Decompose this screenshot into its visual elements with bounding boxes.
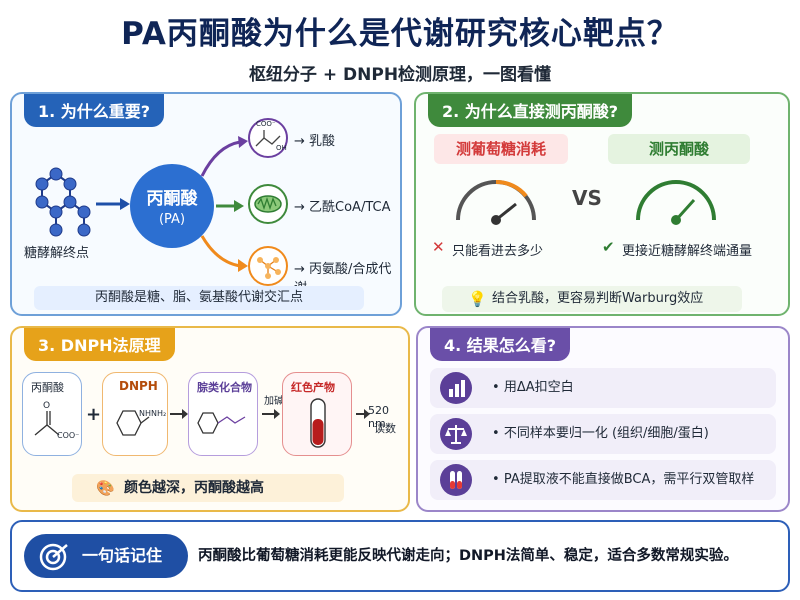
list-item-text: • PA提取液不能直接做BCA，需平行双管取样 [492,472,755,487]
cross-icon: ✕ [432,238,445,256]
warburg-note-text: 结合乳酸，更容易判断Warburg效应 [492,291,704,306]
glycolysis-label: 糖酵解终点 [24,246,90,261]
tag-glucose: 测葡萄糖消耗 [434,134,568,164]
color-note-text: 颜色越深，丙酮酸越高 [124,480,264,496]
test-tube-icon [440,464,472,496]
panel-heading-3: 3. DNPH法原理 [24,328,175,361]
arrow-icon [170,409,188,419]
hub-note: 丙酮酸是糖、脂、氨基酸代谢交汇点 [34,286,364,310]
step-pyruvate-label: 丙酮酸 [31,381,64,394]
glucose-point: 只能看进去多少 [452,244,544,259]
warburg-note: 💡 结合乳酸，更容易判断Warburg效应 [442,286,742,312]
lactate-coo-label: COO⁻ [256,120,276,128]
summary-text: 丙酮酸比葡萄糖消耗更能反映代谢走向；DNPH法简单、稳定，适合多数常规实验。 [198,548,738,564]
target-icon [39,543,68,571]
check-icon: ✔ [602,238,615,256]
pyruvate-coo-label: COO⁻ [57,431,80,440]
panel-heading-1: 1. 为什么重要? [24,94,165,127]
step-dnph: DNPH NHNH₂ [102,372,168,456]
fate-tca: → 乙酰CoA/TCA [294,200,391,215]
benzene-ring-icon [116,410,150,436]
panel-why-measure: 2. 为什么直接测丙酮酸? 测葡萄糖消耗 测丙酮酸 VS ✕ 只能看进去多少 ✔… [414,92,790,316]
lightbulb-icon: 💡 [468,290,487,308]
list-item: • 用ΔA扣空白 [430,368,776,408]
step-hydrazone: 腙类化合物 [188,372,258,456]
pyruvate-abbr: (PA) [158,212,186,227]
dnph-nhnh2-label: NHNH₂ [139,409,167,418]
readout-wavelength: 520 nm [368,404,389,430]
step-red-product-label: 红色产物 [291,381,335,394]
panel-heading-2: 2. 为什么直接测丙酮酸? [428,94,633,127]
pyruvate-o-label: O [43,401,51,411]
gauge-high-icon [636,180,716,225]
hydrazone-structure-icon [197,412,246,434]
plus-sign: + [86,404,102,425]
summary-pill: 一句话记住 [24,534,188,578]
page-subtitle: 枢纽分子 + DNPH检测原理，一图看懂 [248,65,552,85]
summary-pill-label: 一句话记住 [82,546,163,565]
test-tube-red-icon [310,398,326,448]
pyruvate-hub: 丙酮酸 (PA) [130,164,214,248]
list-item: • PA提取液不能直接做BCA，需平行双管取样 [430,460,776,500]
palette-icon: 🎨 [96,479,115,497]
alkali-label: 加碱 [264,396,284,407]
pyruvate-point: 更接近糖酵解终端通量 [622,244,753,259]
lactate-molecule-icon [248,118,288,158]
readout-label: 读数 [374,422,396,435]
panel-how-to-read: 4. 结果怎么看? • 用ΔA扣空白 • 不同样本要归一化 (组织/细胞/蛋白)… [416,326,790,512]
vs-label: VS [572,186,602,210]
panel-heading-4: 4. 结果怎么看? [430,328,571,361]
gauge-low-icon [456,179,536,225]
color-note: 🎨 颜色越深，丙酮酸越高 [72,474,344,502]
panel-why-important: 1. 为什么重要? 糖酵解终点 丙酮酸 [10,92,402,316]
pathway-diagram [35,136,248,272]
step-hydrazone-label: 腙类化合物 [197,381,252,394]
page-title: PA丙酮酸为什么是代谢研究核心靶点？ [121,16,679,52]
mitochondrion-icon [248,184,288,224]
list-item-text: • 用ΔA扣空白 [492,380,574,395]
bar-chart-icon [440,372,472,404]
panel-dnph-principle: 3. DNPH法原理 丙酮酸 O COO⁻ + DNPH NHNH₂ 腙类化合物… [10,326,410,512]
step-red-product: 红色产物 [282,372,352,456]
list-item-text: • 不同样本要归一化 (组织/细胞/蛋白) [492,426,709,441]
list-item: • 不同样本要归一化 (组织/细胞/蛋白) [430,414,776,454]
lactate-oh-label: OH [276,144,287,152]
arrow-icon [356,409,370,419]
step-dnph-label: DNPH [119,379,158,393]
pyruvate-name: 丙酮酸 [146,189,198,209]
fate-lactate: → 乳酸 [294,134,336,149]
step-pyruvate: 丙酮酸 O COO⁻ [22,372,82,456]
summary-banner: 一句话记住 丙酮酸比葡萄糖消耗更能反映代谢走向；DNPH法简单、稳定，适合多数常… [10,520,790,592]
alanine-molecule-icon [248,246,288,286]
arrow-icon [262,409,280,419]
tag-pyruvate: 测丙酮酸 [608,134,750,164]
pyruvate-structure-icon [34,411,60,436]
balance-scale-icon [440,418,472,450]
